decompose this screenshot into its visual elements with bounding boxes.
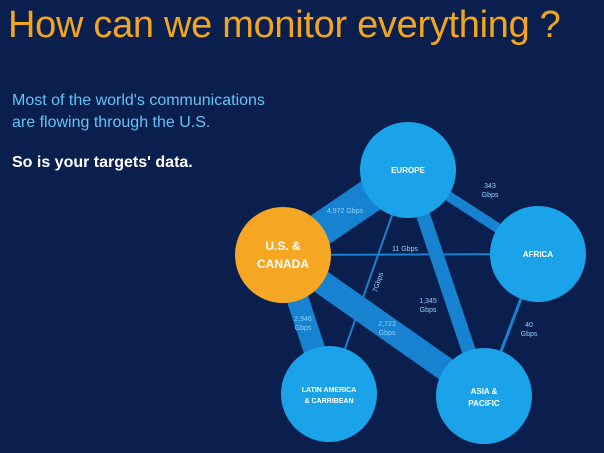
edge-label-usa-latam-line-2: Gbps [295, 325, 312, 332]
node-usa-canada-circle [235, 207, 331, 303]
node-africa: AFRICA [490, 206, 586, 302]
node-africa-circle [490, 206, 586, 302]
edge-label-usa-asia-line-2: Gbps [379, 330, 396, 337]
edge-label-europe-africa: 343 Gbps [482, 183, 499, 199]
edge-label-europe-asia-line-2: Gbps [420, 307, 437, 314]
node-latam-label-line-1: LATIN AMERICA [302, 387, 356, 394]
edge-label-usa-europe-line-1: 4,972 Gbps [327, 208, 364, 215]
edge-label-africa-asia-line-2: Gbps [521, 331, 538, 338]
node-usa-canada-label-line-2: CANADA [257, 257, 309, 271]
edge-label-europe-asia-line-1: 1,345 [419, 298, 437, 305]
node-latam: LATIN AMERICA & CARRIBEAN [281, 346, 377, 442]
edge-label-europe-africa-line-1: 343 [484, 183, 496, 190]
edge-label-usa-africa: 11 Gbps [392, 246, 418, 253]
node-usa-canada-label-line-1: U.S. & [265, 239, 301, 253]
node-usa-canada: U.S. & CANADA [235, 207, 331, 303]
node-europe-circle [360, 122, 456, 218]
edge-label-usa-asia-line-1: 2,723 [378, 321, 396, 328]
slide-title: How can we monitor everything ? [8, 4, 561, 46]
edge-label-europe-africa-line-2: Gbps [482, 192, 499, 199]
edge-label-africa-asia: 40 Gbps [521, 322, 538, 338]
node-asia-circle [436, 348, 532, 444]
node-europe: EUROPE [360, 122, 456, 218]
node-latam-circle [281, 346, 377, 442]
edge-label-europe-asia: 1,345 Gbps [419, 298, 437, 314]
edge-label-usa-europe: 4,972 Gbps [327, 208, 364, 215]
edge-label-usa-latam-line-1: 2,946 [294, 316, 312, 323]
edge-label-usa-africa-line-1: 11 Gbps [392, 246, 418, 253]
edge-label-africa-asia-line-1: 40 [525, 322, 533, 329]
slide-tagline: So is your targets' data. [12, 154, 193, 171]
node-asia-label-line-2: PACIFIC [468, 399, 500, 408]
edge-label-usa-latam: 2,946 Gbps [294, 316, 312, 332]
node-asia: ASIA & PACIFIC [436, 348, 532, 444]
subtitle-line-1: Most of the world's communications [12, 92, 265, 109]
edge-label-usa-asia: 2,723 Gbps [378, 321, 396, 337]
node-africa-label: AFRICA [523, 250, 553, 259]
subtitle-line-2: are flowing through the U.S. [12, 114, 211, 131]
edge-label-latam-europe-line-1: 7Gbps [372, 271, 385, 293]
edge-label-latam-europe: 7Gbps [372, 271, 385, 293]
slide-subtitle: Most of the world's communications are f… [12, 90, 342, 134]
node-europe-label: EUROPE [391, 166, 425, 175]
node-latam-label-line-2: & CARRIBEAN [305, 398, 354, 405]
node-asia-label-line-1: ASIA & [471, 387, 498, 396]
